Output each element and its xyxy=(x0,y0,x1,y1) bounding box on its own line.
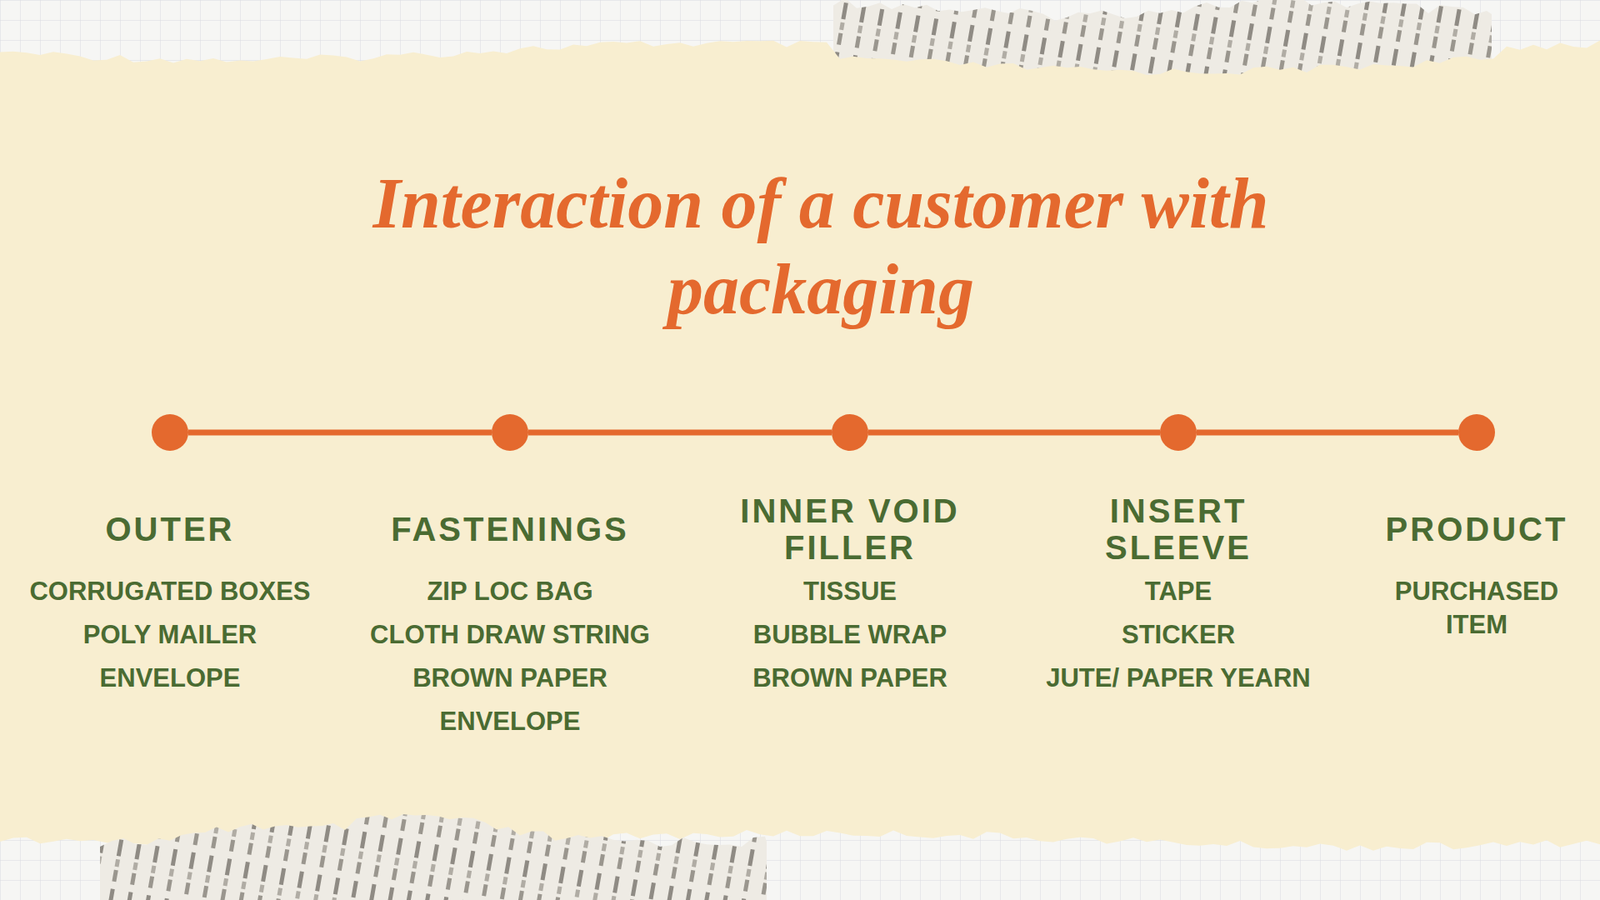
stage-item: BROWN PAPER xyxy=(412,661,608,695)
stage-item: CORRUGATED BOXES xyxy=(29,575,310,609)
diagram-title: Interaction of a customer with packaging xyxy=(362,160,1280,333)
timeline-stage: INNER VOID FILLER TISSUE BUBBLE WRAP BROWN … xyxy=(700,414,1000,705)
timeline-dot xyxy=(831,414,869,451)
stage-item: BROWN PAPER xyxy=(752,661,948,695)
stage-heading: INNER VOID FILLER xyxy=(708,492,992,566)
stage-heading-area: FASTENINGS xyxy=(339,483,681,575)
stage-item: POLY MAILER xyxy=(83,618,257,652)
timeline-line xyxy=(868,430,1160,436)
timeline-stage: FASTENINGS ZIP LOC BAG CLOTH DRAW STRING BR… xyxy=(339,414,681,749)
stage-heading: FASTENINGS xyxy=(390,510,630,548)
stage-heading-area: INNER VOID FILLER xyxy=(700,483,1000,575)
stage-heading-area: OUTER xyxy=(3,483,337,575)
stage-item: ENVELOPE xyxy=(440,705,581,739)
timeline-dot xyxy=(151,414,189,451)
timeline-stage: INSERT SLEEVE TAPE STICKER JUTE/ PAPER YEAR… xyxy=(1015,414,1341,705)
stage-item: PURCHASED ITEM xyxy=(1376,575,1577,642)
stage-item: CLOTH DRAW STRING xyxy=(370,618,650,652)
timeline-line xyxy=(188,430,492,436)
stage-item: TISSUE xyxy=(803,575,897,609)
timeline-dot xyxy=(1458,414,1495,451)
timeline-stage: OUTER CORRUGATED BOXES POLY MAILER ENVELOPE xyxy=(3,414,337,705)
timeline-line xyxy=(1196,430,1459,436)
stage-heading-area: PRODUCT xyxy=(1368,483,1585,575)
timeline-dot xyxy=(491,414,529,451)
stage-item: BUBBLE WRAP xyxy=(753,618,948,652)
cream-paper xyxy=(0,40,1600,851)
newspaper-scrap xyxy=(100,814,767,900)
stage-heading: INSERT SLEEVE xyxy=(1074,492,1283,566)
stage-item: ZIP LOC BAG xyxy=(426,575,593,609)
stage-heading: PRODUCT xyxy=(1385,510,1569,548)
stage-heading: OUTER xyxy=(105,510,235,548)
stage-item: TAPE xyxy=(1145,575,1212,609)
stage-heading-area: INSERT SLEEVE xyxy=(1015,483,1341,575)
timeline-dot xyxy=(1160,414,1197,451)
timeline-line xyxy=(528,430,832,436)
timeline-stage: PRODUCT PURCHASED ITEM xyxy=(1368,414,1585,652)
stage-item: JUTE/ PAPER YEARN xyxy=(1045,661,1311,695)
stage-item: STICKER xyxy=(1121,618,1235,652)
stage-item: ENVELOPE xyxy=(100,661,241,695)
